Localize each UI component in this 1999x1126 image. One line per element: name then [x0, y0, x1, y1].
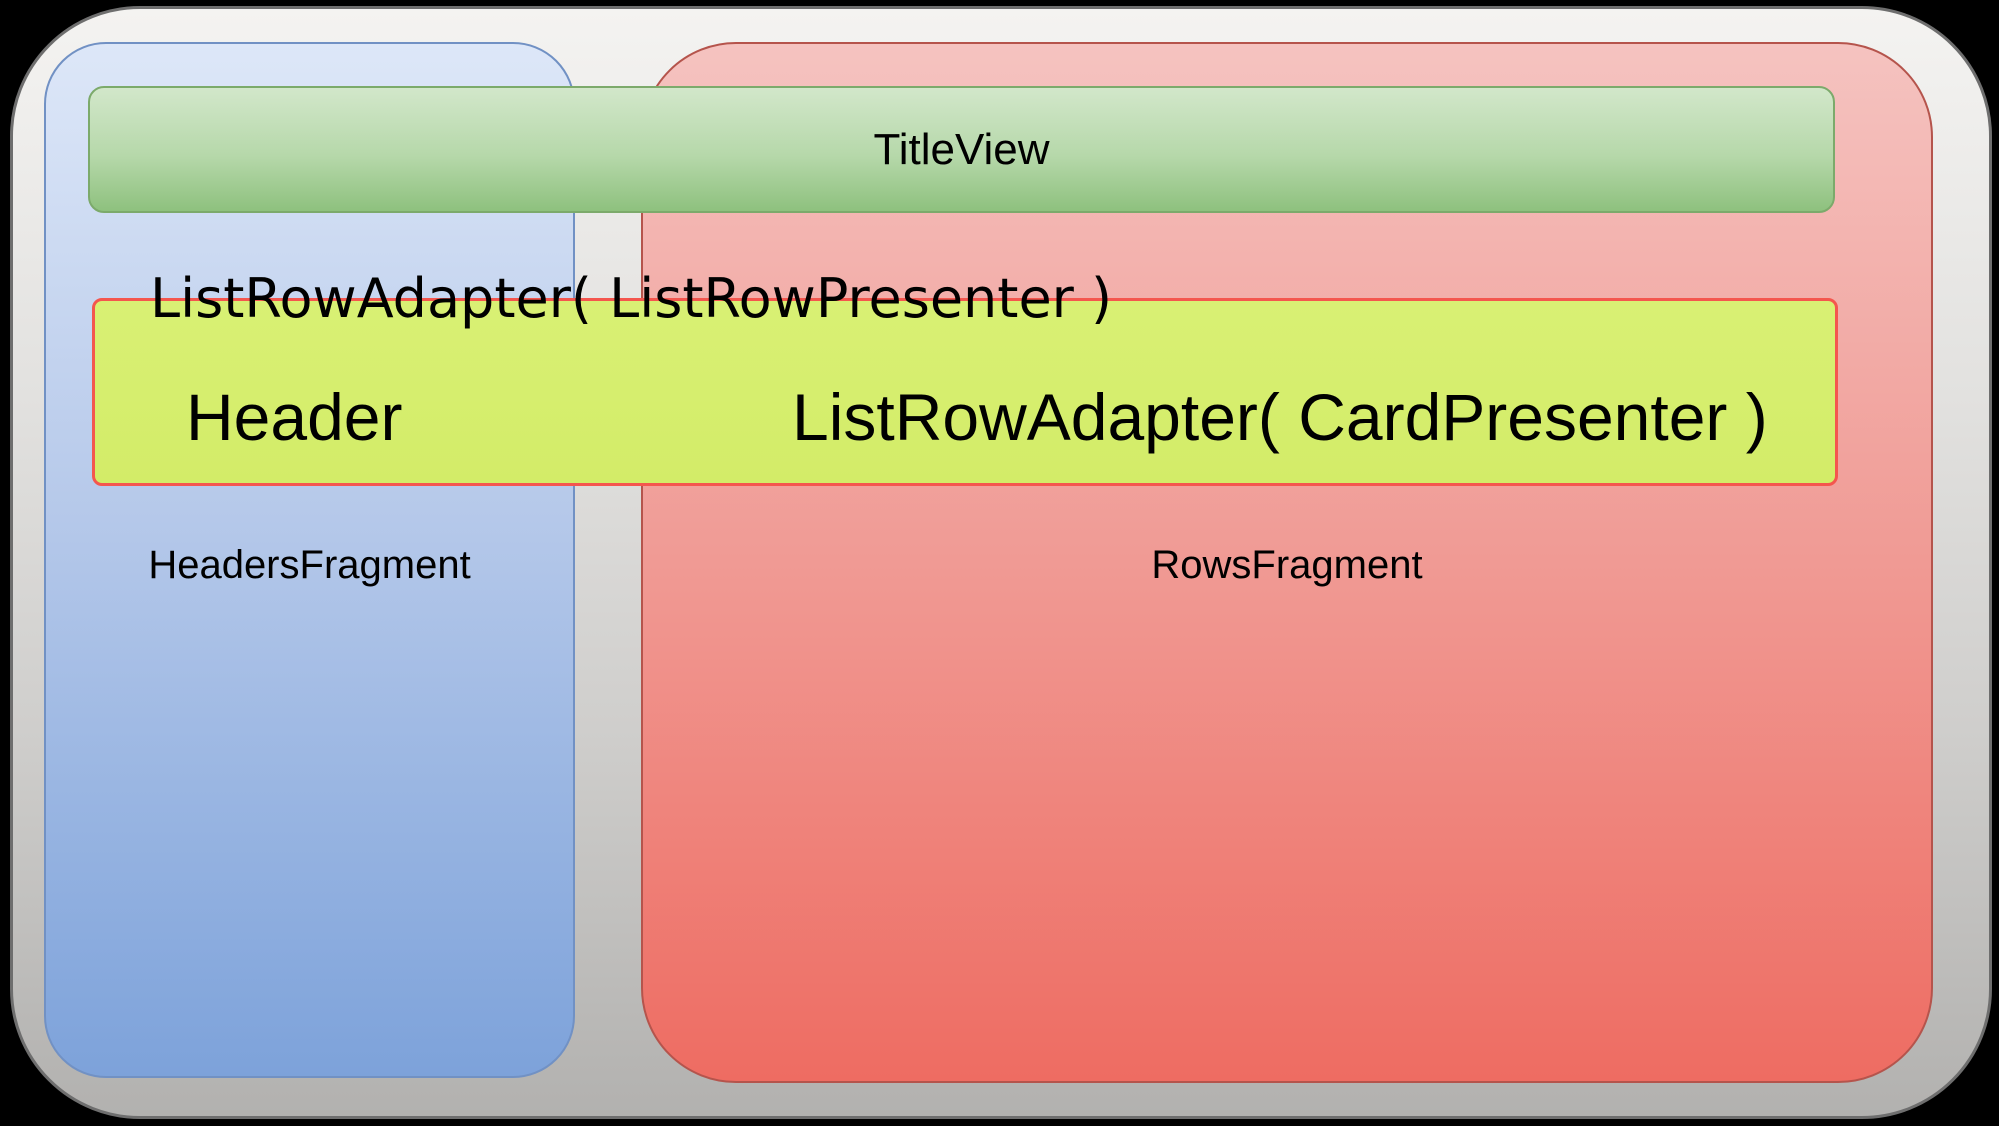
headers-fragment-label: HeadersFragment [148, 543, 471, 587]
titleview-label: TitleView [873, 124, 1050, 174]
headers-fragment-box [44, 42, 575, 1078]
listrow-adapter-listrowpresenter-label: ListRowAdapter( ListRowPresenter ) [150, 267, 1113, 330]
header-cell-label: Header [186, 380, 403, 454]
rows-fragment-box [641, 42, 1933, 1083]
rows-fragment-label: RowsFragment [1151, 543, 1423, 587]
titleview-bar: TitleView [88, 86, 1835, 213]
listrow-adapter-cardpresenter-label: ListRowAdapter( CardPresenter ) [792, 380, 1768, 454]
listrow-header-bar [92, 298, 1838, 486]
